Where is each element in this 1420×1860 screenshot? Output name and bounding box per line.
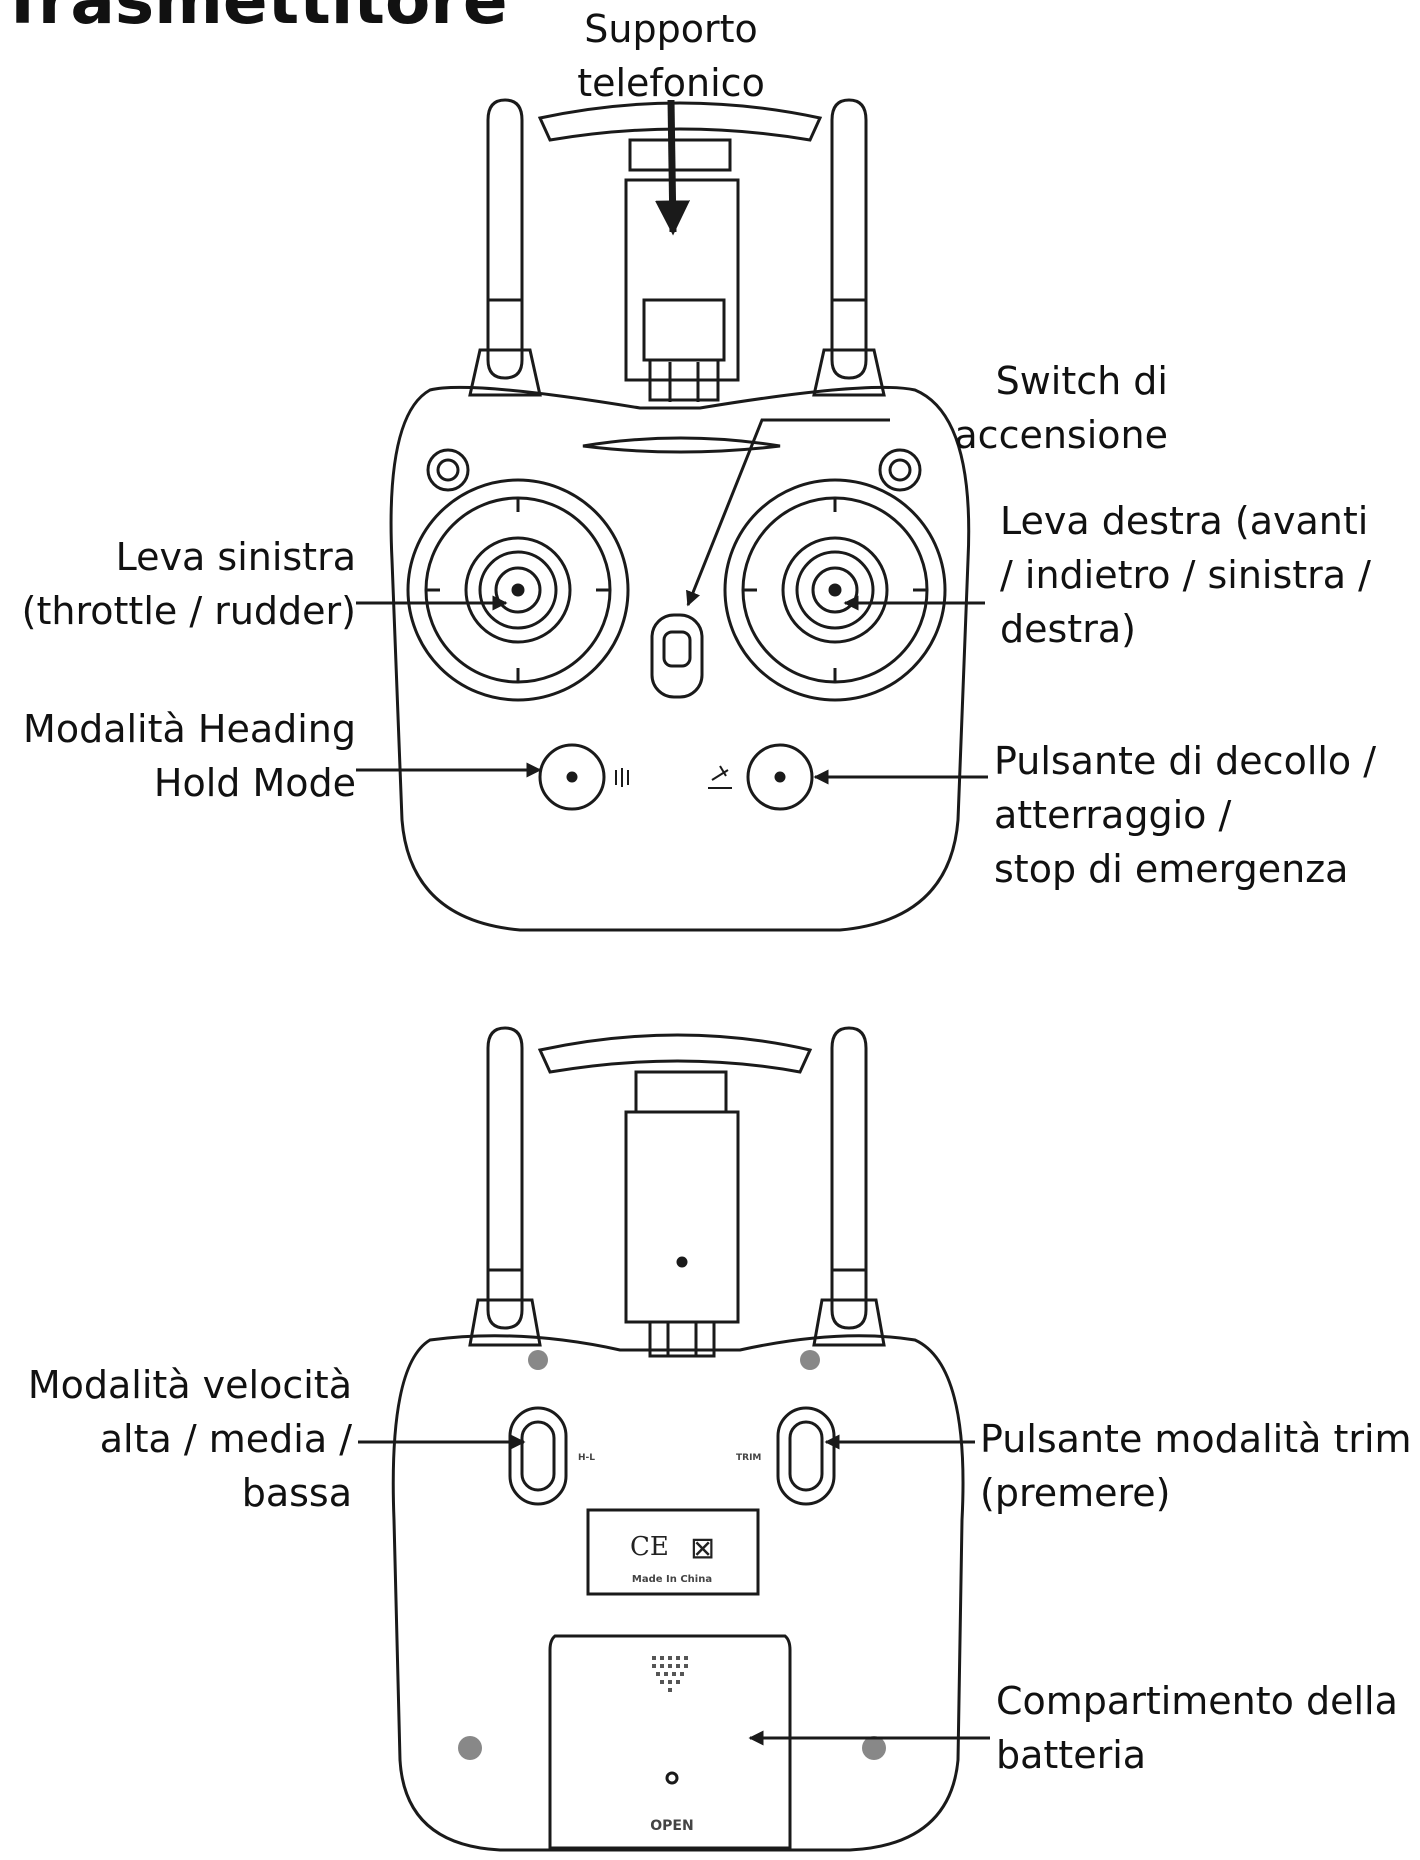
speed-mode-label: Modalità velocità alta / media / bassa [27, 1363, 352, 1515]
trim-switch-mark: TRIM [736, 1453, 761, 1463]
back-leaders [358, 1434, 990, 1746]
back-right-antenna [812, 1026, 886, 1347]
power-switch-drawing [650, 613, 704, 699]
trim-button-label: Pulsante modalità trim (premere) [980, 1417, 1412, 1515]
heading-hold-label: Modalità Heading Hold Mode [23, 707, 356, 805]
speed-switch-drawing [508, 1406, 568, 1506]
front-leaders [356, 99, 988, 785]
phone-holder-label: Supporto telefonico [577, 7, 765, 105]
battery-compartment-drawing [548, 1634, 792, 1850]
right-stick-drawing [723, 478, 947, 702]
ce-label-plate [586, 1508, 760, 1596]
made-in-china-text: Made In China [632, 1574, 712, 1585]
power-switch-label: Switch di accensione [954, 359, 1168, 457]
back-view [391, 1026, 965, 1852]
back-body [391, 1334, 965, 1852]
trim-switch-drawing [776, 1406, 836, 1506]
phone-holder [537, 101, 823, 402]
takeoff-button-label: Pulsante di decollo / atterraggio / stop… [994, 739, 1377, 891]
speed-switch-mark: H-L [578, 1453, 595, 1463]
weee-icon: ⊠ [690, 1531, 715, 1566]
right-antenna [812, 98, 886, 397]
right-stick-label: Leva destra (avanti / indietro / sinistr… [1000, 499, 1371, 651]
left-antenna [468, 98, 542, 397]
back-left-antenna [468, 1026, 542, 1347]
ce-mark: CE [630, 1532, 669, 1562]
left-stick-drawing [406, 478, 630, 702]
back-dots [458, 1350, 886, 1760]
left-stick-label: Leva sinistra (throttle / rudder) [21, 535, 356, 633]
front-view [389, 98, 971, 932]
battery-open-text: OPEN [650, 1818, 693, 1834]
battery-grille [652, 1656, 688, 1692]
front-body [389, 385, 971, 932]
page-title: Trasmettitore [0, 0, 508, 39]
battery-compartment-label: Compartimento della batteria [996, 1679, 1398, 1777]
